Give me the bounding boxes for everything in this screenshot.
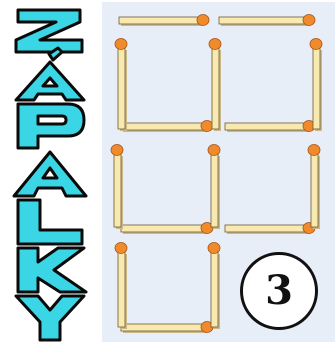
title-letter — [14, 152, 86, 196]
title-letter — [16, 48, 84, 100]
title-zapalky — [2, 2, 97, 342]
puzzle-number: 3 — [265, 271, 293, 311]
title-letter — [16, 296, 84, 340]
title-letter — [18, 248, 86, 292]
title-letter — [16, 10, 82, 52]
puzzle-number-badge: 3 — [240, 252, 318, 330]
title-letter — [18, 200, 82, 244]
title-letter — [18, 104, 84, 148]
